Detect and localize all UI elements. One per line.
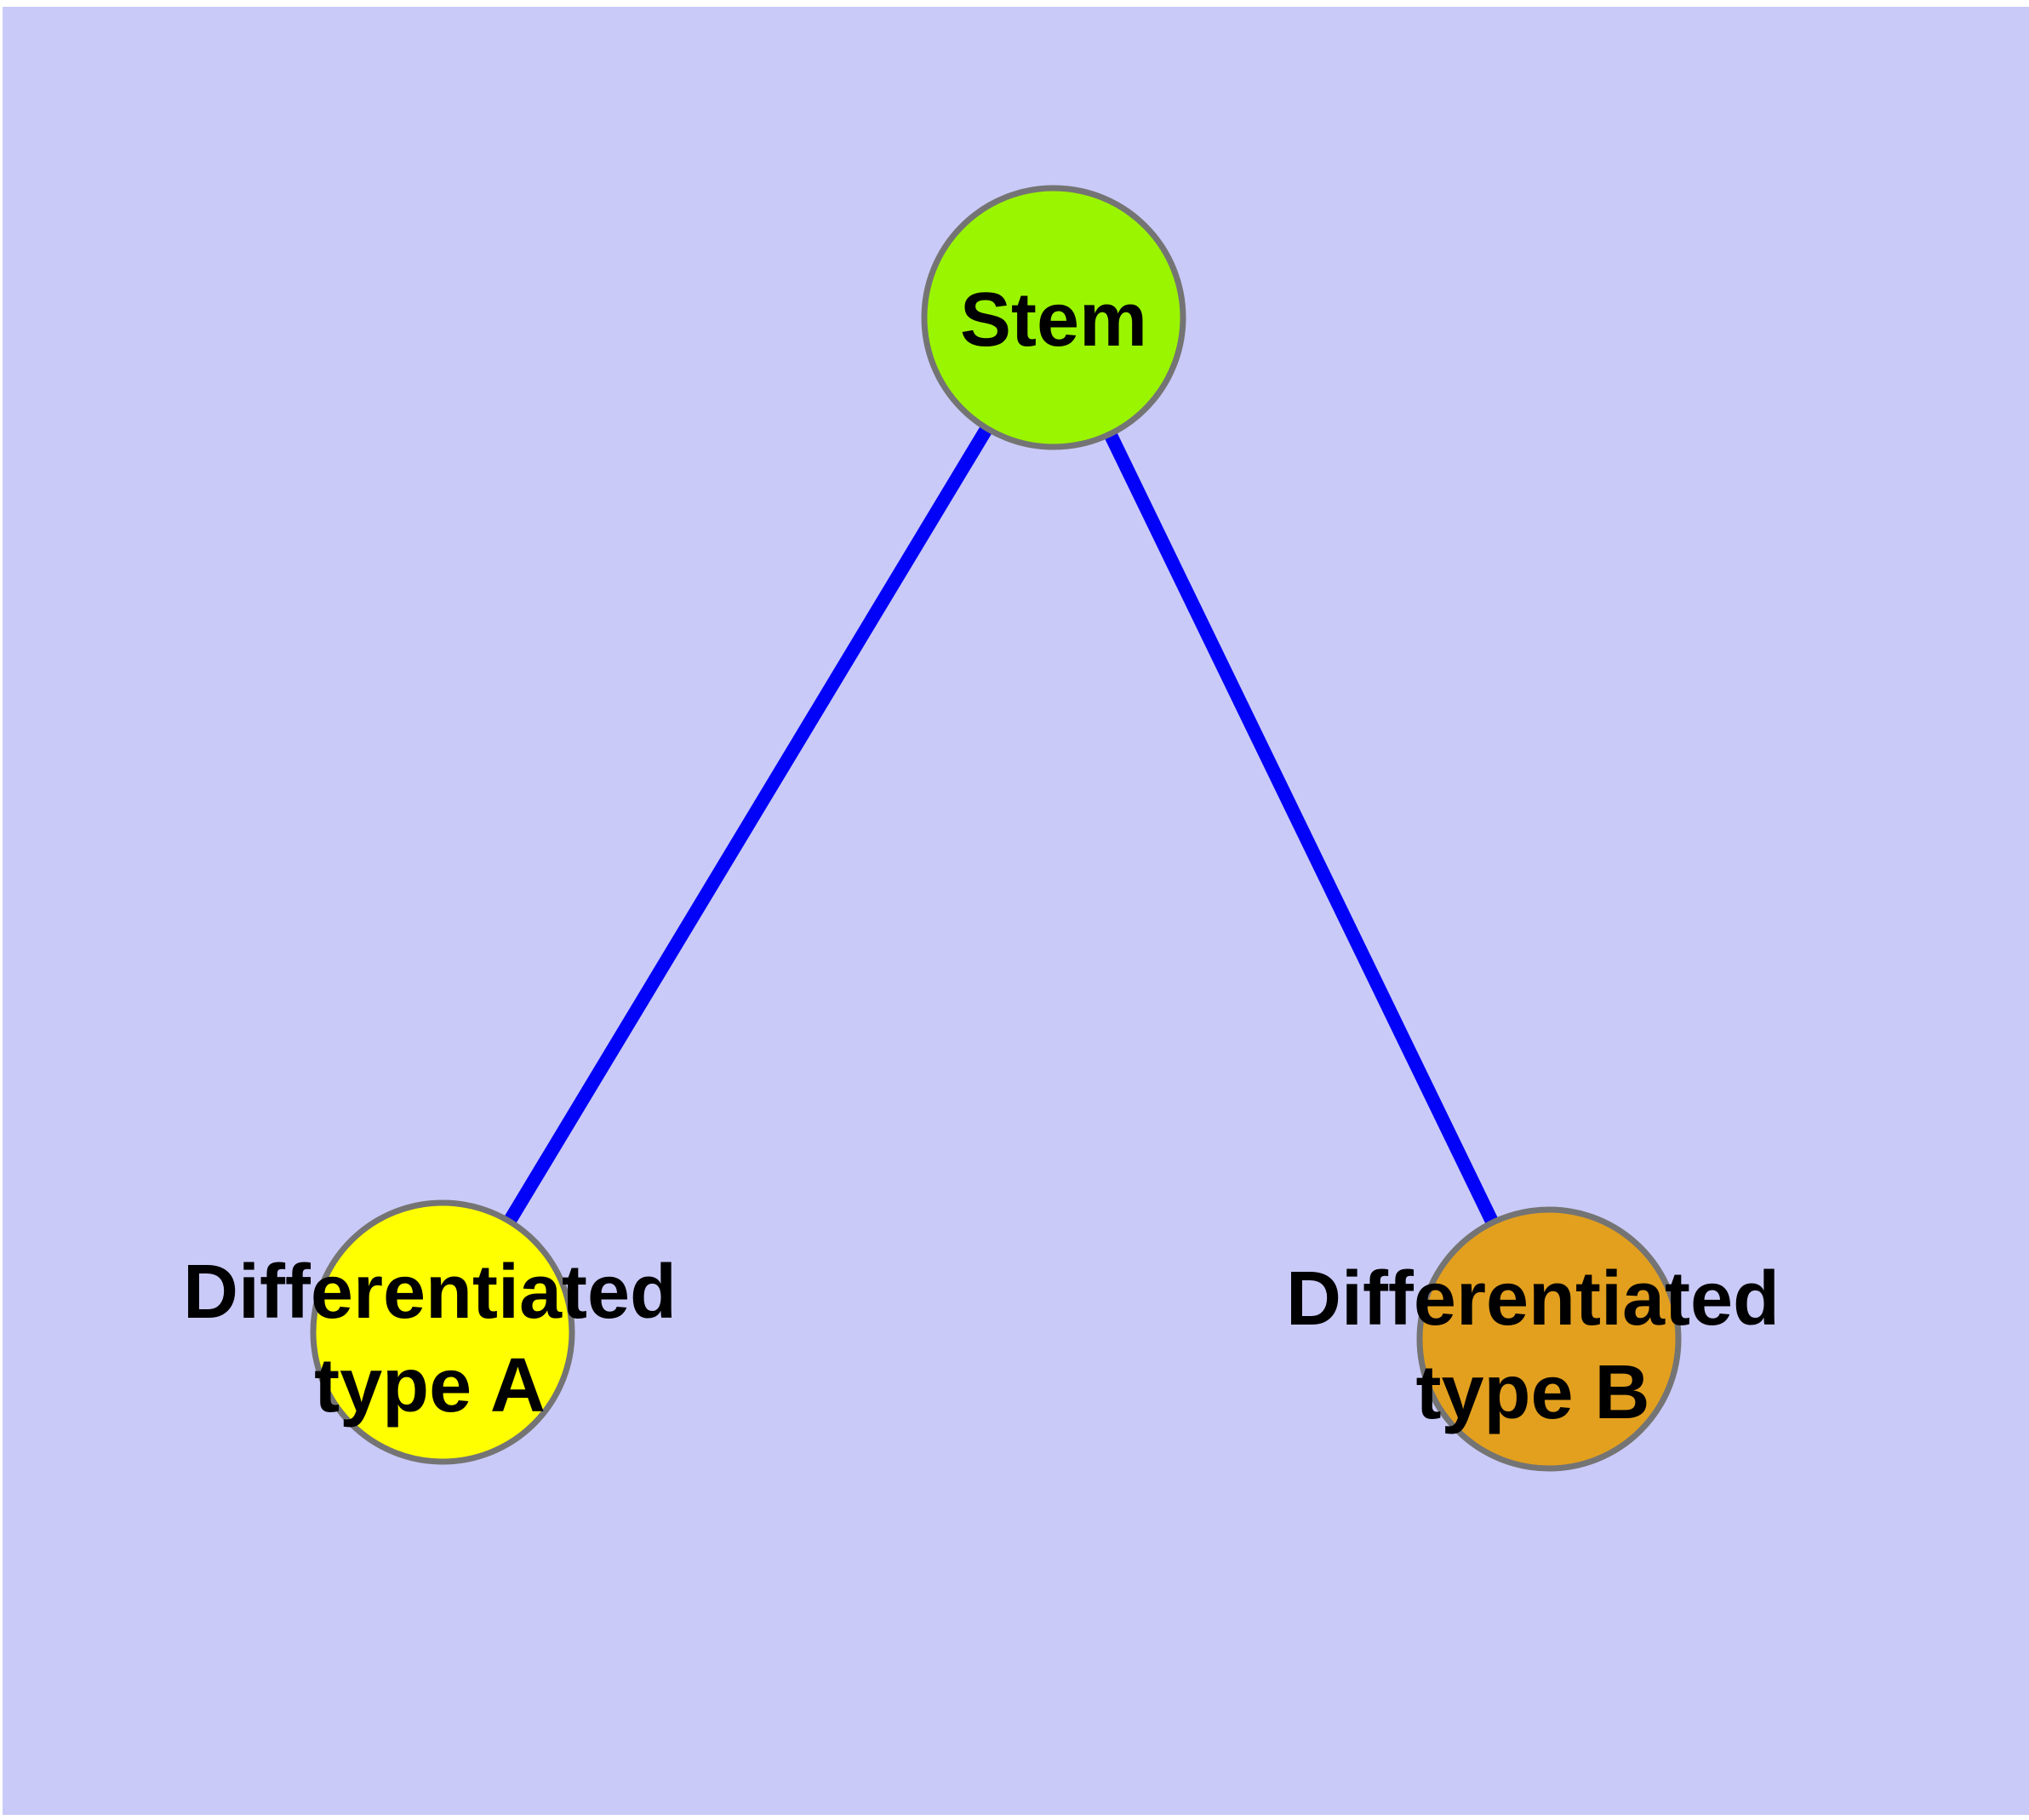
node-type-b-label-line2: type B: [1415, 1350, 1649, 1435]
node-differentiated-type-a: [310, 1199, 575, 1465]
edge-stem-to-type-a: [437, 313, 1060, 1336]
node-type-a-label-line2: type A: [314, 1343, 546, 1428]
node-type-b-label-line1: Differentiated: [1286, 1256, 1780, 1342]
edge-stem-to-type-b: [1047, 314, 1556, 1342]
node-differentiated-type-b: [1416, 1206, 1682, 1472]
node-type-a-label-line1: Differentiated: [183, 1250, 677, 1335]
node-stem-label: Stem: [960, 278, 1147, 363]
node-stem: [921, 185, 1186, 450]
